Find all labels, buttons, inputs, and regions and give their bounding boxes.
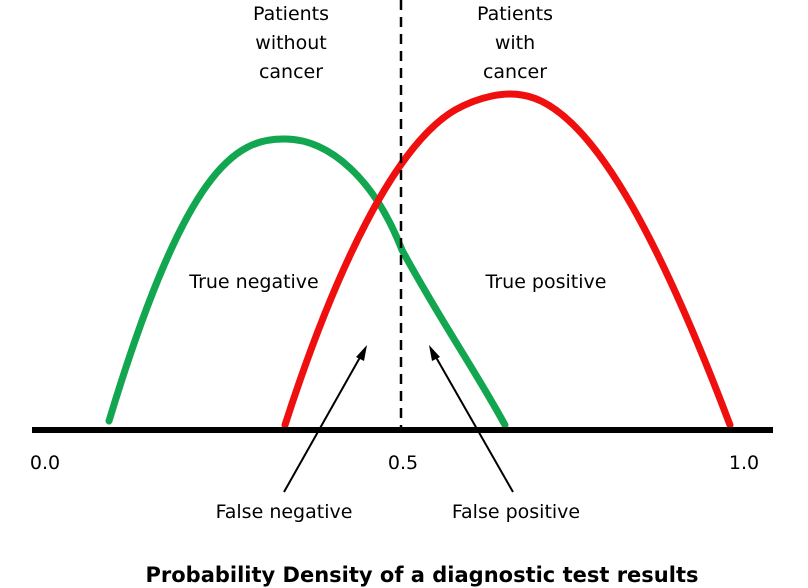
diagram-title: Probability Density of a diagnostic test… — [146, 563, 699, 587]
false-positive-label: False positive — [452, 501, 580, 523]
without-cancer-label-line1: Patients — [253, 3, 329, 25]
false-positive-arrow — [432, 351, 514, 493]
with-cancer-label-line2: with — [495, 32, 535, 54]
false-positive-arrowhead — [429, 345, 440, 361]
true-positive-label: True positive — [485, 271, 607, 293]
with-cancer-curve — [281, 90, 734, 429]
with-cancer-label-line1: Patients — [477, 3, 553, 25]
false-negative-label: False negative — [216, 501, 353, 523]
true-negative-label: True negative — [188, 271, 319, 293]
without-cancer-label-line2: without — [255, 32, 326, 54]
tick-label-0: 0.0 — [30, 452, 60, 474]
false-negative-arrowhead — [356, 345, 367, 361]
tick-label-0.5: 0.5 — [388, 452, 418, 474]
false-negative-arrow — [283, 351, 364, 493]
without-cancer-label-line3: cancer — [259, 61, 323, 83]
tick-label-1: 1.0 — [729, 452, 759, 474]
without-cancer-curve — [105, 135, 509, 429]
with-cancer-label-line3: cancer — [483, 61, 547, 83]
